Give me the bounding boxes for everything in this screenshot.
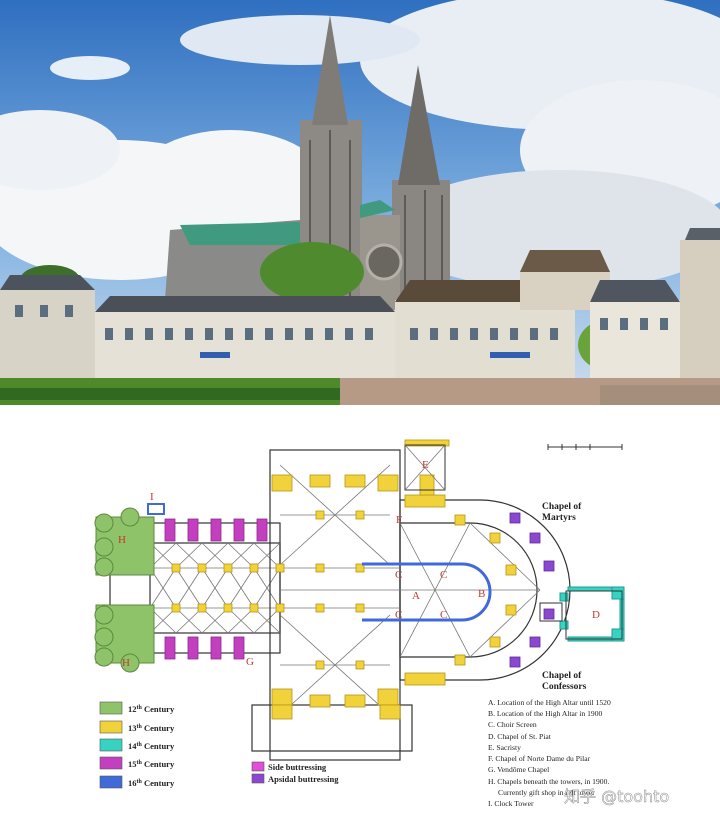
transept-vaults bbox=[279, 464, 541, 716]
clouds bbox=[0, 0, 720, 290]
key-item-d: D. Chapel of St. Piat bbox=[488, 732, 552, 741]
legend-swatch-apsidal-buttressing bbox=[251, 773, 265, 784]
watermark: 知乎 @toohto bbox=[564, 787, 669, 806]
legend-swatch-14th bbox=[99, 738, 123, 752]
legend-label-apsidal-buttressing: Apsidal buttressing bbox=[268, 774, 339, 784]
scale-bar bbox=[547, 444, 623, 450]
sacristy bbox=[404, 444, 446, 491]
chapel-of-confessors-label: Chapel of Confessors bbox=[542, 671, 587, 692]
plan-letter-c-4: C bbox=[440, 609, 447, 621]
key-item-h: H. Chapels beneath the towers, in 1900. bbox=[488, 777, 609, 786]
key-item-b: B. Location of the High Altar in 1900 bbox=[488, 709, 603, 718]
nave-vaults bbox=[149, 542, 281, 634]
plan-letter-i: I bbox=[150, 491, 154, 503]
plan-letter-e: E bbox=[422, 459, 429, 471]
apsidal-buttressing bbox=[509, 512, 555, 668]
plan-letter-h-north: H bbox=[118, 534, 126, 546]
legend-swatch-13th bbox=[99, 720, 123, 734]
steps bbox=[600, 385, 720, 405]
legend-swatch-side-buttressing bbox=[251, 761, 265, 772]
clock-tower-16th-century bbox=[147, 503, 165, 515]
west-towers-12th-century bbox=[94, 507, 155, 673]
legend-swatch-15th bbox=[99, 756, 123, 770]
floor-plan: I H H G F E C C A C C B D Chapel of Mart… bbox=[94, 439, 669, 808]
plan-letter-c-3: C bbox=[395, 609, 402, 621]
century-legend: 12th Century 13th Century 14th Century 1… bbox=[99, 701, 175, 789]
plan-letter-a: A bbox=[412, 590, 420, 602]
cathedral-photo bbox=[0, 0, 720, 405]
plan-key: A. Location of the High Altar until 1520… bbox=[488, 698, 611, 808]
hedge bbox=[0, 388, 340, 400]
legend-label-13th: 13th Century bbox=[128, 723, 175, 733]
passage-to-st-piat bbox=[539, 602, 563, 622]
key-item-i: I. Clock Tower bbox=[488, 799, 534, 808]
plan-letter-h-south: H bbox=[122, 657, 130, 669]
plan-letter-f: F bbox=[396, 514, 402, 526]
town-buildings bbox=[0, 228, 720, 380]
key-item-e: E. Sacristy bbox=[488, 743, 521, 752]
plan-letter-c-2: C bbox=[440, 569, 447, 581]
legend-swatch-12th bbox=[99, 701, 123, 715]
piers-13th-century bbox=[171, 439, 517, 720]
key-item-g: G. Vendôme Chapel bbox=[488, 765, 549, 774]
legend-label-12th: 12th Century bbox=[128, 704, 175, 714]
legend-label-16th: 16th Century bbox=[128, 778, 175, 788]
plan-letter-d: D bbox=[592, 609, 600, 621]
key-item-c: C. Choir Screen bbox=[488, 720, 537, 729]
choir-screen-16th-century bbox=[362, 562, 492, 622]
buttresses-15th-century bbox=[164, 518, 268, 660]
buttress-legend: Side buttressing Apsidal buttressing bbox=[251, 761, 339, 784]
plan-letter-g: G bbox=[246, 656, 254, 668]
plan-letter-b: B bbox=[478, 588, 485, 600]
legend-label-side-buttressing: Side buttressing bbox=[268, 762, 327, 772]
key-item-f: F. Chapel of Norte Dame du Pilar bbox=[488, 754, 591, 763]
legend-label-15th: 15th Century bbox=[128, 759, 175, 769]
chapel-of-martyrs-label: Chapel of Martyrs bbox=[542, 502, 584, 523]
key-item-h-continued: Currently gift shop in left tower bbox=[498, 788, 595, 797]
legend-label-14th: 14th Century bbox=[128, 741, 175, 751]
legend-swatch-16th bbox=[99, 775, 123, 789]
key-item-a: A. Location of the High Altar until 1520 bbox=[488, 698, 611, 707]
chapel-st-piat-outline bbox=[565, 590, 623, 640]
plan-letter-c-1: C bbox=[395, 569, 402, 581]
